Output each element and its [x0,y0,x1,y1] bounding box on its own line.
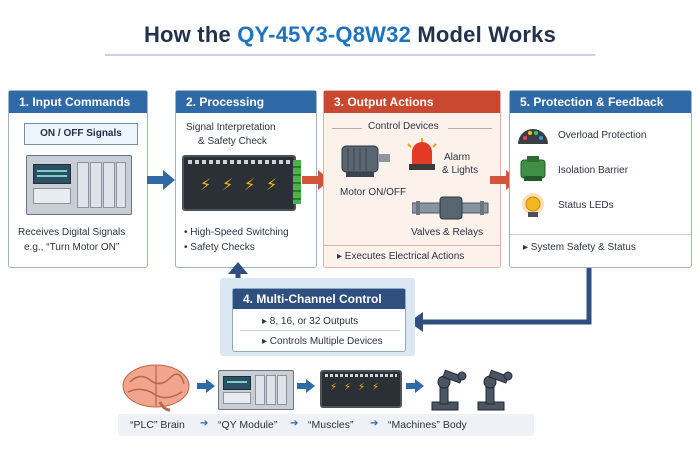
output-actions-card: 3. Output Actions [323,90,501,268]
analogy-label-machines: “Machines” Body [388,419,467,431]
qy-module-plc-icon [218,370,294,410]
motor-label: Motor ON/OFF [340,187,407,198]
analogy-arrow-label-2: ➔ [290,418,299,429]
title-underline [105,54,595,56]
alarm-light-icon [407,138,437,170]
input-desc-1: Receives Digital Signals [18,227,126,238]
processing-bullet-1: • High-Speed Switching [184,227,289,238]
muscles-board-icon: ⚡⚡⚡⚡ [320,370,402,408]
multichannel-divider [240,330,400,331]
terminal-strip-icon [293,160,301,204]
on-off-signals-label: ON / OFF Signals [24,123,138,145]
status-leds-label: Status LEDs [558,200,614,211]
analogy-arrow-label-3: ➔ [370,418,379,429]
analogy-arrow-2 [296,378,316,399]
analogy-arrow-1 [196,378,216,399]
analogy-arrow-3 [405,378,425,399]
multichannel-bullet-1: ▸ 8, 16, or 32 Outputs [262,316,359,327]
output-actions-header: 3. Output Actions [324,91,500,113]
arrow-protection-to-multichannel [409,268,592,332]
output-footer-divider [324,245,500,246]
multichannel-header: 4. Multi-Channel Control [233,289,405,309]
processing-header: 2. Processing [176,91,316,113]
qy-module-board-icon: ⚡ ⚡ ⚡ ⚡ [182,155,296,211]
brain-icon [122,364,190,412]
plc-icon [26,155,132,215]
multichannel-card: 4. Multi-Channel Control [232,288,406,352]
alarm-label-2: & Lights [442,165,479,176]
input-desc-2: e.g., “Turn Motor ON” [24,242,120,253]
overload-protection-label: Overload Protection [558,130,647,141]
page-title: How the QY-45Y3-Q8W32 Model Works [143,22,557,47]
multichannel-bullet-2: ▸ Controls Multiple Devices [262,336,383,347]
robot-arms-icon [431,369,513,411]
analogy-arrow-label-1: ➔ [200,418,209,429]
valves-label: Valves & Relays [411,227,484,238]
protection-footer: ▸ System Safety & Status [523,242,636,253]
control-devices-rule-left [332,128,362,129]
overload-protection-icon [518,129,548,144]
arrow-input-to-processing [147,170,175,190]
isolation-barrier-label: Isolation Barrier [558,165,629,176]
model-name: QY-45Y3-Q8W32 [237,22,412,47]
processing-sub-1: Signal Interpretation [186,122,276,133]
analogy-label-bar [118,414,534,436]
motor-icon [341,145,390,177]
alarm-label-1: Alarm [444,152,471,163]
protection-feedback-card: 5. Protection & Feedback [509,90,692,268]
control-devices-label: Control Devices [368,121,439,132]
output-footer: ▸ Executes Electrical Actions [337,251,465,262]
analogy-label-brain: “PLC” Brain [130,419,185,431]
protection-footer-divider [510,234,691,235]
protection-feedback-header: 5. Protection & Feedback [510,91,691,113]
status-led-icon [522,193,544,217]
input-commands-header: 1. Input Commands [9,91,147,113]
processing-sub-2: & Safety Check [198,136,267,147]
analogy-label-qy: “QY Module” [218,419,278,431]
isolation-barrier-icon [520,156,546,181]
valve-relay-icon [412,196,489,220]
processing-bullet-2: • Safety Checks [184,242,255,253]
analogy-label-muscles: “Muscles” [308,419,354,431]
control-devices-rule-right [448,128,492,129]
